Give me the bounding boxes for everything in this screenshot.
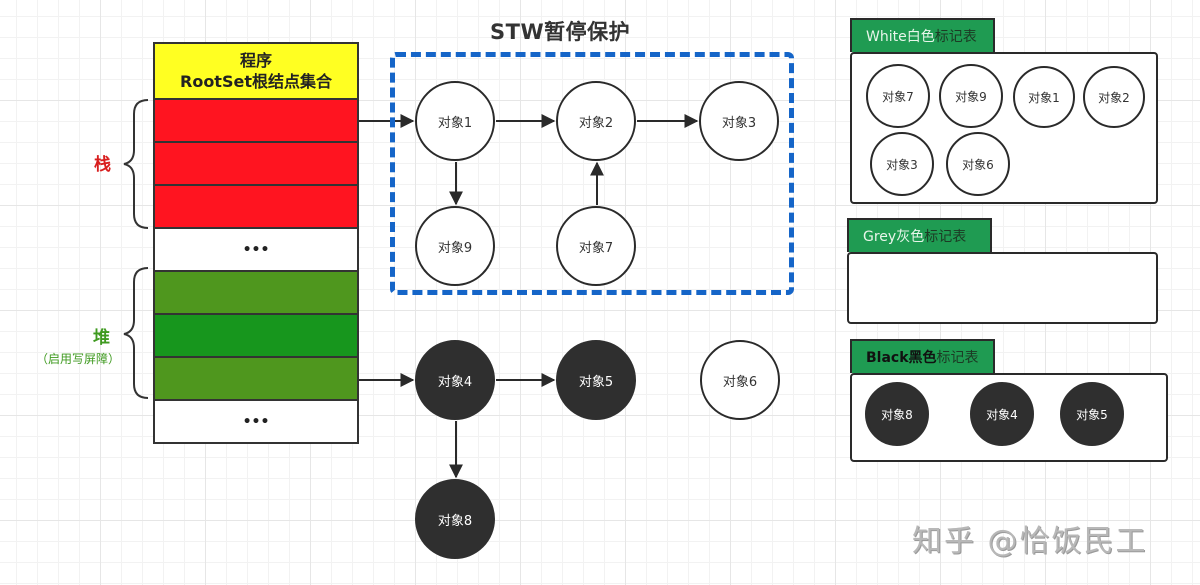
stw-protection-region bbox=[390, 52, 794, 295]
watermark: 知乎 @恰饭民工 bbox=[912, 524, 1148, 559]
object-node-3: 对象3 bbox=[699, 81, 779, 161]
heap-row-1 bbox=[155, 272, 357, 315]
white-table-tag: White白色标记表 bbox=[850, 18, 995, 52]
white-table-title-suffix: 标记表 bbox=[934, 29, 977, 45]
white-item: 对象6 bbox=[946, 132, 1010, 196]
rootset-table: 程序 RootSet根结点集合 ••• ••• bbox=[153, 42, 359, 444]
stack-row-1 bbox=[155, 100, 357, 143]
white-item: 对象2 bbox=[1083, 66, 1145, 128]
object-node-4: 对象4 bbox=[415, 340, 495, 420]
ellipsis-row: ••• bbox=[242, 413, 270, 430]
white-item: 对象3 bbox=[870, 132, 934, 196]
black-table-tag: Black黑色标记表 bbox=[850, 339, 995, 373]
white-item: 对象1 bbox=[1013, 66, 1075, 128]
white-item: 对象7 bbox=[866, 64, 930, 128]
white-table-title: White白色 bbox=[866, 29, 935, 45]
rootset-title-line1: 程序 bbox=[239, 51, 272, 70]
object-node-8: 对象8 bbox=[415, 479, 495, 559]
black-item: 对象4 bbox=[970, 382, 1034, 446]
object-node-7: 对象7 bbox=[556, 206, 636, 286]
ellipsis-row: ••• bbox=[155, 229, 357, 272]
rootset-title-line2: RootSet根结点集合 bbox=[180, 72, 332, 91]
white-item: 对象9 bbox=[939, 64, 1003, 128]
grey-table-title-suffix: 标记表 bbox=[924, 229, 967, 245]
stack-brace bbox=[123, 99, 149, 229]
object-node-6: 对象6 bbox=[700, 340, 780, 420]
rootset-header: 程序 RootSet根结点集合 bbox=[155, 44, 357, 100]
stack-label: 栈 bbox=[94, 155, 111, 175]
heap-row-3 bbox=[155, 358, 357, 401]
object-node-1: 对象1 bbox=[415, 81, 495, 161]
stw-title: STW暂停保护 bbox=[490, 20, 631, 44]
object-node-9: 对象9 bbox=[415, 206, 495, 286]
black-item: 对象5 bbox=[1060, 382, 1124, 446]
heap-brace bbox=[123, 267, 149, 399]
object-node-5: 对象5 bbox=[556, 340, 636, 420]
stack-row-3 bbox=[155, 186, 357, 229]
grey-table-tag: Grey灰色标记表 bbox=[847, 218, 992, 252]
black-table-title-suffix: 标记表 bbox=[936, 350, 979, 366]
heap-row-2 bbox=[155, 315, 357, 358]
grey-table-title: Grey灰色 bbox=[863, 229, 925, 245]
stack-row-2 bbox=[155, 143, 357, 186]
object-node-2: 对象2 bbox=[556, 81, 636, 161]
write-barrier-note: （启用写屏障） bbox=[36, 352, 121, 366]
heap-label: 堆 bbox=[93, 328, 110, 348]
grey-mark-table bbox=[847, 252, 1158, 324]
black-item: 对象8 bbox=[865, 382, 929, 446]
black-table-title: Black黑色 bbox=[866, 350, 937, 366]
